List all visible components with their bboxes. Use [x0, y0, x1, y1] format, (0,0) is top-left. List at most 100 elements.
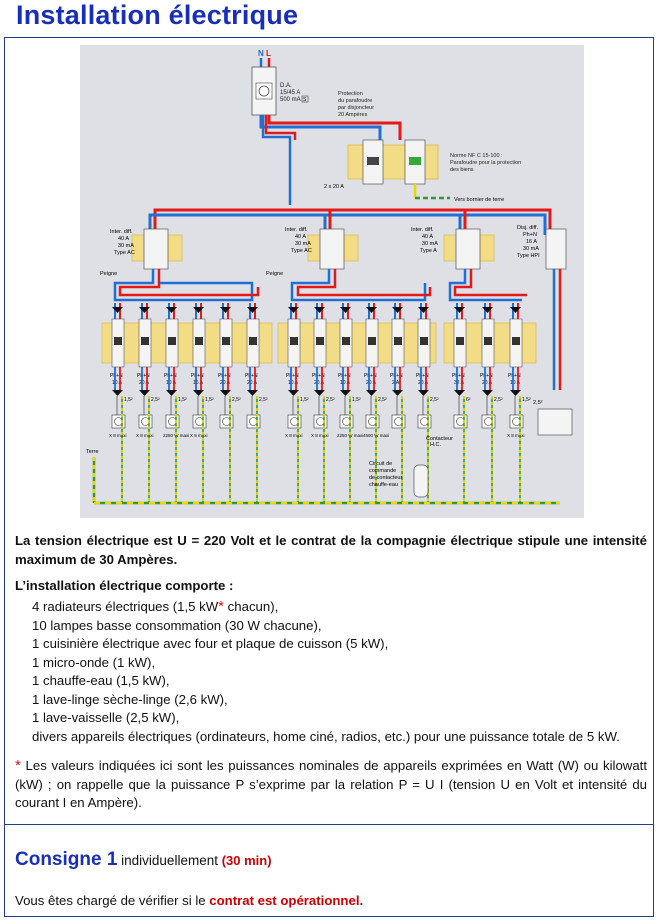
- breaker-rating-label: 20 A: [482, 380, 493, 386]
- breaker-type-label: Ph+N: [480, 373, 493, 379]
- load-limit-label: X 8 maxi: [311, 433, 329, 438]
- appliance-list: 4 radiateurs électriques (1,5 kW* chacun…: [32, 598, 620, 746]
- breaker-rating-label: 20 A: [366, 380, 377, 386]
- asterisk-mark: *: [218, 598, 225, 615]
- load-icon: [219, 414, 234, 429]
- norme-label: Norme NF C 15-100 : Parafoudre pour la p…: [450, 153, 523, 173]
- breaker-type-label: Ph+N: [286, 373, 299, 379]
- wire-size-label: 2,5²: [232, 397, 241, 403]
- breaker-type-label: Ph+N: [164, 373, 177, 379]
- load-icon: [481, 414, 496, 429]
- electrical-panel-diagram: N L D.A. 15/45 A 500 mA S Protection du …: [80, 45, 584, 518]
- list-item: divers appareils électriques (ordinateur…: [32, 728, 620, 744]
- load-limit-label: X 8 maxi: [507, 433, 525, 438]
- load-icon: [192, 414, 207, 429]
- breaker-rating-label: 20 A: [418, 380, 429, 386]
- task-highlight: contrat est opérationnel.: [209, 893, 364, 908]
- wire-size-label: 1,5²: [205, 397, 214, 403]
- breaker-rating-label: 10 A: [340, 380, 351, 386]
- breaker-rating-label: 10 A: [112, 380, 123, 386]
- wire-size-label: 2,5²: [326, 397, 335, 403]
- hpi-wire-size: 2,5²: [533, 400, 543, 406]
- inter-diff-1-label: Inter. diff. 40 A 30 mA Type AC: [110, 229, 135, 256]
- comb-label-2: Peigne: [266, 271, 283, 277]
- breaker-type-label: Ph+N: [364, 373, 377, 379]
- breaker-type-label: Ph+N: [218, 373, 231, 379]
- consigne-subtitle: individuellement: [117, 853, 222, 868]
- inter-diff-2-label: Inter. diff. 40 A 30 mA Type AC: [285, 227, 312, 254]
- load-limit-label: X 5 maxi: [190, 433, 208, 438]
- section-divider: [4, 824, 654, 825]
- wire-size-label: 1,5²: [178, 397, 187, 403]
- task-text: Vous êtes chargé de vérifier si le contr…: [15, 893, 364, 908]
- disj-diff-label: Disj. diff. Ph+N 16 A 30 mA Type HPI: [517, 225, 540, 259]
- footnote: * Les valeurs indiquées ici sont les pui…: [15, 757, 647, 810]
- load-limit-label: X 8 maxi: [136, 433, 154, 438]
- list-item: 1 lave-vaisselle (2,5 kW),: [32, 710, 180, 725]
- surge-protection-label: Protection du parafoudre par disjoncteur…: [338, 91, 376, 118]
- main-breaker: [251, 66, 277, 116]
- wire-size-label: 2,5²: [259, 397, 268, 403]
- main-breaker-label: D.A. 15/45 A 500 mA: [280, 83, 302, 103]
- intro-paragraph: La tension électrique est U = 220 Volt e…: [15, 533, 647, 567]
- wire-size-label: 2,5²: [494, 397, 503, 403]
- list-item: 1 cuisinière électrique avec four et pla…: [32, 636, 389, 651]
- breaker-type-label: Ph+N: [338, 373, 351, 379]
- comb-label-1: Peigne: [100, 271, 117, 277]
- load-icon: [417, 414, 432, 429]
- wire-size-label: 1,5²: [300, 397, 309, 403]
- load-icon: [165, 414, 180, 429]
- inter-diff-modules: [131, 228, 567, 270]
- breaker-type-label: Ph+N: [137, 373, 150, 379]
- inter-diff-3-label: Inter. diff. 40 A 30 mA Type A: [411, 227, 439, 254]
- breaker-rating-label: 10 A: [288, 380, 299, 386]
- breaker-type-label: Ph+N: [508, 373, 521, 379]
- breaker-rating-label: 2 A: [392, 380, 400, 386]
- list-item: 1 micro-onde (1 kW),: [32, 654, 156, 670]
- load-icon: [509, 414, 524, 429]
- wire-size-label: 1,5²: [522, 397, 531, 403]
- page-title: Installation électrique: [16, 0, 299, 30]
- hpi-appliance-icon: [537, 408, 573, 436]
- load-icon: [111, 414, 126, 429]
- asterisk-mark: *: [15, 757, 21, 774]
- neutral-label: N: [258, 49, 264, 58]
- surge-breaker-label: 2 x 20 A: [324, 184, 344, 190]
- water-heater-circuit-label: Circuit de commande de contacteur chauff…: [369, 461, 404, 488]
- earth-bar-label: Vers bornier de terre: [454, 197, 504, 203]
- breaker-rating-label: 20 A: [314, 380, 325, 386]
- earth-label: Terre: [86, 449, 99, 455]
- contactor-label: Contacteur H.C.: [426, 436, 454, 448]
- load-icon: [287, 414, 302, 429]
- list-heading: L’installation électrique comporte :: [15, 578, 234, 593]
- breaker-type-label: Ph+N: [245, 373, 258, 379]
- breaker-rating-label: 20 A: [247, 380, 258, 386]
- wire-size-label: 2,5²: [151, 397, 160, 403]
- load-icon: [453, 414, 468, 429]
- wire-size-label: 1,5²: [352, 397, 361, 403]
- wire-size-label: 2,5²: [378, 397, 387, 403]
- breaker-rating-label: 20 A: [139, 380, 150, 386]
- load-icon: [313, 414, 328, 429]
- breaker-type-label: Ph+N: [191, 373, 204, 379]
- load-icon: [339, 414, 354, 429]
- wire-size-label: 1,5²: [124, 397, 133, 403]
- load-icon: [246, 414, 261, 429]
- content-frame: [4, 37, 654, 917]
- wiring-schematic: N L D.A. 15/45 A 500 mA S Protection du …: [86, 49, 573, 505]
- breaker-rating-label: 10 A: [510, 380, 521, 386]
- consigne-heading: Consigne 1 individuellement (30 min): [15, 849, 272, 871]
- breaker-rating-label: 16 A: [193, 380, 204, 386]
- load-limit-label: X 8 maxi: [285, 433, 303, 438]
- wire-size-label: 6²: [466, 397, 471, 403]
- breaker-rating-label: 10 A: [166, 380, 177, 386]
- breaker-type-label: Ph+N: [452, 373, 465, 379]
- breaker-rail-1: [101, 322, 273, 364]
- load-icon: [138, 414, 153, 429]
- breaker-rating-label: 32 A: [454, 380, 465, 386]
- breaker-type-label: Ph+N: [110, 373, 123, 379]
- load-icon: [365, 414, 380, 429]
- breaker-rail-2: [277, 322, 437, 364]
- wire-size-label: 2,5²: [430, 397, 439, 403]
- consigne-duration: (30 min): [221, 853, 272, 868]
